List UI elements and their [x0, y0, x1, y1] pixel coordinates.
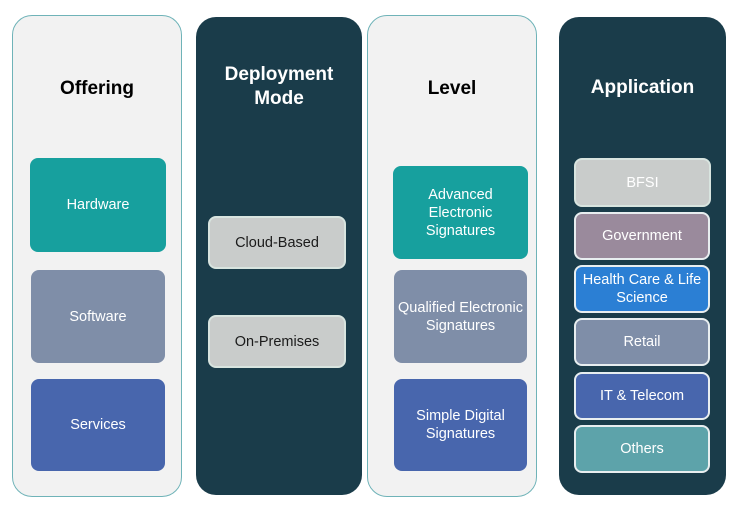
application-title: Application [590, 77, 695, 98]
application-bfsi: BFSI [574, 158, 711, 207]
offering-title: Offering [60, 78, 134, 99]
application-it-telecom: IT & Telecom [574, 372, 710, 420]
offering-column: Offering Hardware Software Services [12, 15, 182, 497]
offering-services: Services [31, 379, 165, 471]
level-qualified-electronic-signatures: Qualified Electronic Signatures [394, 270, 527, 363]
deployment-on-premises: On-Premises [208, 315, 346, 368]
application-column: Application BFSI Government Health Care … [559, 17, 726, 495]
level-title: Level [427, 78, 477, 99]
level-simple-digital-signatures: Simple Digital Signatures [394, 379, 527, 471]
deployment-mode-column: Deployment Mode Cloud-Based On-Premises [196, 17, 362, 495]
application-others: Others [574, 425, 710, 473]
application-government: Government [574, 212, 710, 260]
application-health-care-life-science: Health Care & Life Science [574, 265, 710, 313]
application-retail: Retail [574, 318, 710, 366]
deployment-cloud-based: Cloud-Based [208, 216, 346, 269]
offering-software: Software [31, 270, 165, 363]
deployment-mode-title: Deployment Mode [224, 64, 334, 109]
level-advanced-electronic-signatures: Advanced Electronic Signatures [393, 166, 528, 259]
offering-hardware: Hardware [30, 158, 166, 252]
level-column: Level Advanced Electronic Signatures Qua… [367, 15, 537, 497]
